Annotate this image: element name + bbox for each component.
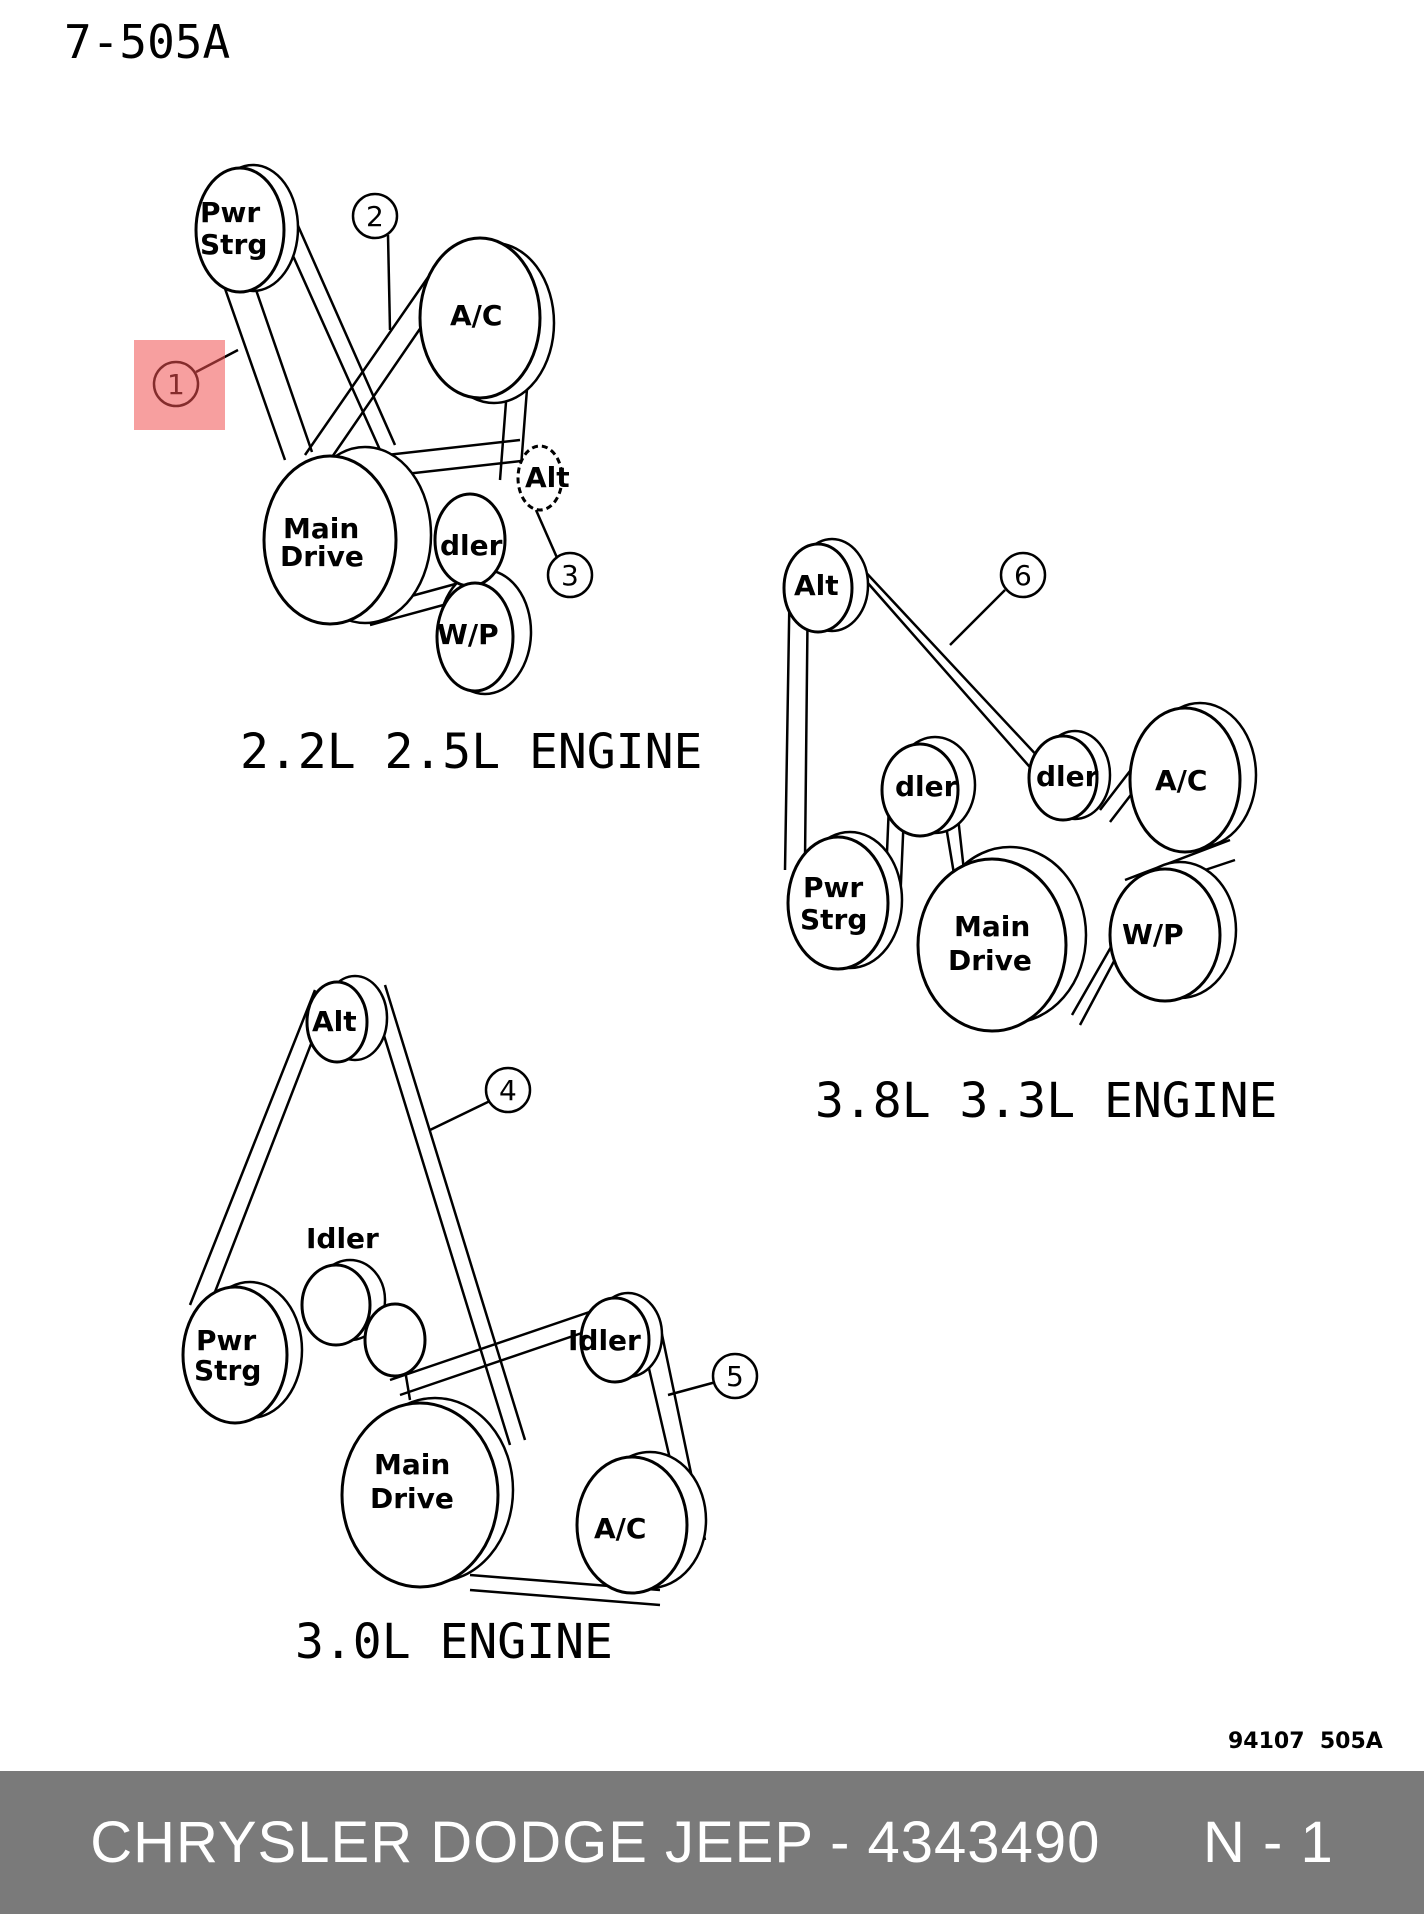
callout-3-label: 3 [561,559,579,592]
engine-3-8l-3-3l-diagram: Alt dler dler A/C Pwr Strg Main Drive W/… [782,537,1277,1129]
callout-5 [711,1352,759,1400]
main-drive-label-1: Main [954,910,1030,943]
idler-left-pulley [880,742,960,838]
alt-label: Alt [525,461,570,494]
alt-pulley [305,980,369,1064]
idler-top-tensioner [363,1302,427,1378]
footer-part-text: CHRYSLER DODGE JEEP - 4343490 N - 1 [90,1810,1334,1875]
callout-1-highlight [134,340,225,430]
callout-5-leader [667,1380,717,1397]
wp-pulley [1108,867,1222,1003]
main-drive-label-1: Main [283,512,359,545]
ac-label: A/C [1155,764,1207,797]
alt-pulley [516,444,564,512]
main-drive-pulley [916,857,1068,1033]
idler-right-pulley [579,1296,651,1384]
ac-label: A/C [594,1512,646,1545]
idler-right-pulley [1027,734,1099,822]
callout-2 [351,192,399,240]
idler-right-label: dler [1036,760,1099,793]
footer-bar: CHRYSLER DODGE JEEP - 4343490 N - 1 [0,1771,1424,1914]
ac-pulley [575,1455,689,1595]
idler-right-label: Idler [568,1324,641,1357]
wp-label: W/P [1122,918,1184,951]
pwr-strg-label-1: Pwr [196,1324,256,1357]
callout-4-label: 4 [499,1074,517,1107]
pwr-strg-label-1: Pwr [803,871,863,904]
reference-code: 94107 505A [1228,1729,1383,1754]
engine-3-0l-diagram: Alt Idler Pwr Strg Idler Main Drive A/C … [181,974,759,1670]
belt-4 [188,984,527,1446]
idler-top-label: Idler [306,1222,379,1255]
callout-4-leader [429,1098,493,1132]
pwr-strg-label-1: Pwr [200,196,260,229]
idler-label: dler [440,529,503,562]
idler-top-pulley [300,1263,372,1347]
main-drive-pulley [262,454,398,626]
callout-2-label: 2 [366,200,384,233]
alt-pulley [782,542,854,634]
alt-label: Alt [794,569,839,602]
callout-6-label: 6 [1014,559,1032,592]
pwr-strg-pulley [786,835,890,971]
main-drive-label-2: Drive [370,1482,454,1515]
belt-routing-diagram: 7-505A Pwr Strg A/C Alt Main Drive dler … [64,15,1383,1754]
callout-2-leader [386,234,392,331]
callout-4 [484,1066,532,1114]
engine-2-2l-2-5l-caption: 2.2L 2.5L ENGINE [240,724,702,780]
idler-left-label: dler [895,770,958,803]
main-drive-label-2: Drive [948,944,1032,977]
callout-6-leader [949,589,1006,646]
ac-label: A/C [450,299,502,332]
pwr-strg-pulley [194,166,286,294]
main-drive-label-1: Main [374,1448,450,1481]
ac-pulley [1128,706,1242,854]
figure-code: 7-505A [64,15,230,69]
belt-3 [359,349,532,627]
main-drive-pulley [340,1401,500,1589]
wp-pulley [435,581,515,693]
ac-pulley [418,236,542,400]
belt-5 [389,1303,707,1607]
engine-2-2l-2-5l-diagram: Pwr Strg A/C Alt Main Drive dler W/P 2 3… [152,163,702,780]
callout-3-leader [534,509,560,561]
alt-label: Alt [312,1005,357,1038]
callout-3 [546,551,594,599]
pwr-strg-label-2: Strg [200,228,267,261]
belt-2 [266,184,452,461]
pwr-strg-label-2: Strg [194,1354,261,1387]
callout-6 [999,551,1047,599]
engine-3-8l-3-3l-caption: 3.8L 3.3L ENGINE [815,1073,1277,1129]
engine-3-0l-caption: 3.0L ENGINE [295,1614,613,1670]
pwr-strg-label-2: Strg [800,903,867,936]
main-drive-label-2: Drive [280,540,364,573]
callout-5-label: 5 [726,1360,744,1393]
wp-label: W/P [437,618,499,651]
pwr-strg-pulley [181,1285,289,1425]
